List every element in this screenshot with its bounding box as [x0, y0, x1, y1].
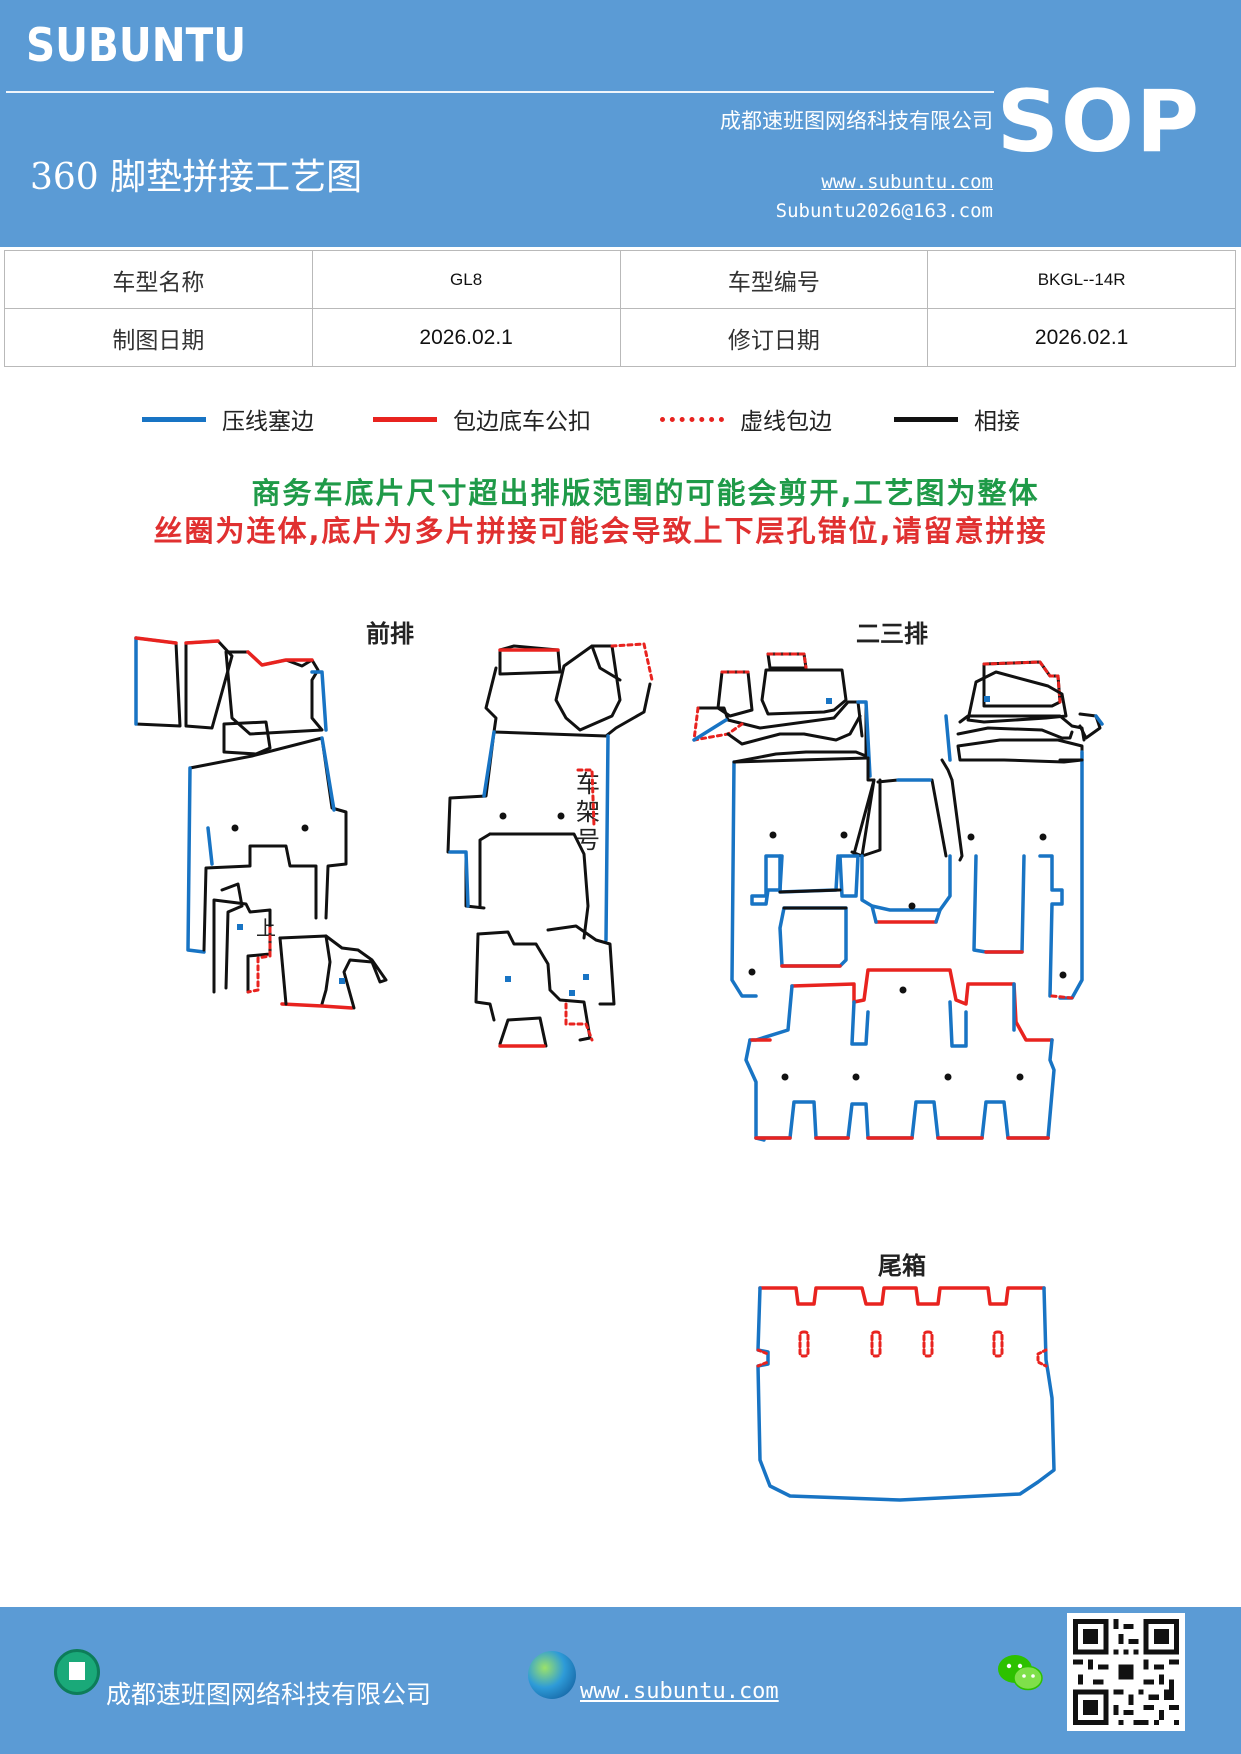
brand-logo: SUBUNTU [26, 18, 247, 72]
draw-date-value: 2026.02.1 [311, 308, 621, 367]
legend-item-dotted: 虚线包边 [660, 404, 832, 435]
legend-item-blue: 压线塞边 [142, 404, 314, 435]
header-email[interactable]: Subuntu2026@163.com [775, 200, 993, 222]
legend-item-red: 包边底车公扣 [373, 404, 591, 435]
wechat-icon[interactable] [996, 1653, 1044, 1693]
header-website-link[interactable]: www.subuntu.com [821, 171, 993, 193]
table-row: 车型名称 GL8 车型编号 BKGL--14R [4, 250, 1236, 309]
revise-date-label: 修订日期 [619, 308, 929, 367]
trunk-mat [756, 1286, 1056, 1502]
header: SUBUNTU SOP 360 脚垫拼接工艺图 成都速班图网络科技有限公司 ww… [0, 0, 1241, 247]
revise-date-value: 2026.02.1 [927, 308, 1236, 367]
legend-label: 相接 [974, 409, 1020, 435]
header-company: 成都速班图网络科技有限公司 [720, 109, 993, 133]
footer-company: 成都速班图网络科技有限公司 [106, 1680, 432, 1709]
vehicle-info-table: 车型名称 GL8 车型编号 BKGL--14R 制图日期 2026.02.1 修… [4, 250, 1236, 367]
note-red: 丝圈为连体,底片为多片拼接可能会导致上下层孔错位,请留意拼接 [153, 514, 1048, 548]
section-second-third-label: 二三排 [856, 620, 928, 648]
legend-label: 包边底车公扣 [453, 409, 591, 435]
section-front-label: 前排 [366, 620, 414, 648]
legend-blue-line-icon [142, 416, 206, 422]
legend-label: 压线塞边 [222, 409, 314, 435]
building-icon [54, 1649, 100, 1695]
legend-dotted-line-icon [660, 416, 724, 422]
page-title: 360 脚垫拼接工艺图 [30, 157, 363, 198]
footer: 成都速班图网络科技有限公司 www.subuntu.com [0, 1607, 1241, 1754]
note-green: 商务车底片尺寸超出排版范围的可能会剪开,工艺图为整体 [251, 476, 1040, 510]
front-right-mat [446, 642, 654, 1048]
draw-date-label: 制图日期 [4, 308, 313, 367]
up-mark-label: 上 [256, 916, 276, 940]
sop-label: SOP [996, 72, 1201, 172]
legend-red-line-icon [373, 416, 437, 422]
front-left-mat [134, 636, 388, 1010]
second-third-row-mat [692, 652, 1104, 1142]
table-row: 制图日期 2026.02.1 修订日期 2026.02.1 [4, 308, 1236, 367]
frame-number-label: 车架号 [576, 770, 600, 854]
model-code-value: BKGL--14R [927, 250, 1236, 309]
model-name-label: 车型名称 [4, 250, 313, 309]
model-code-label: 车型编号 [619, 250, 929, 309]
qr-code-pattern [1073, 1619, 1179, 1725]
section-trunk-label: 尾箱 [878, 1252, 926, 1280]
header-divider [6, 91, 994, 93]
model-name-value: GL8 [311, 250, 621, 309]
footer-website-link[interactable]: www.subuntu.com [580, 1679, 779, 1704]
globe-icon [528, 1651, 576, 1699]
legend-item-black: 相接 [894, 404, 1020, 435]
legend-label: 虚线包边 [740, 409, 832, 435]
legend-black-line-icon [894, 416, 958, 422]
qr-code-icon[interactable] [1067, 1613, 1185, 1731]
